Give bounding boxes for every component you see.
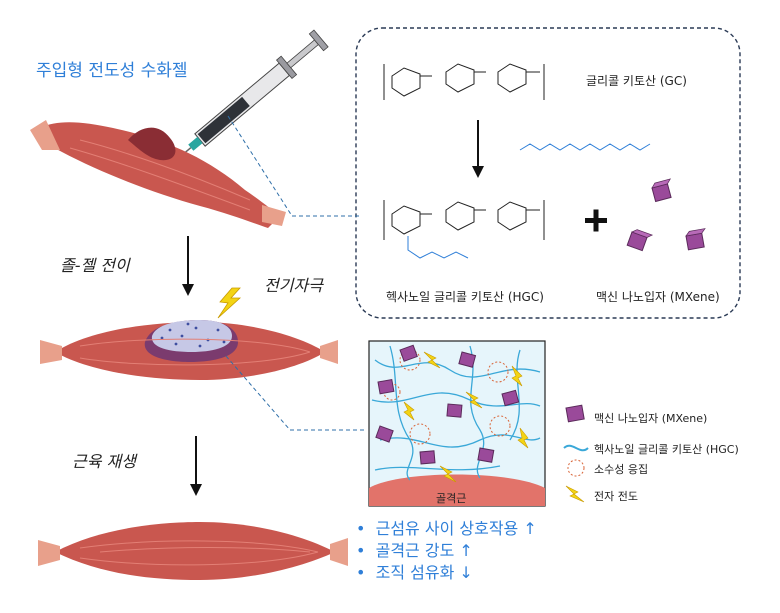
outcome-list: • 근섬유 사이 상호작용 ↑ • 골격근 강도 ↑ • 조직 섬유화 ↓ bbox=[356, 518, 537, 584]
regenerated-muscle bbox=[38, 522, 348, 580]
down-arrow-1 bbox=[182, 236, 194, 296]
lightning-icon bbox=[217, 287, 242, 319]
gc-structure bbox=[383, 63, 545, 100]
legend-hydrophobic-icon bbox=[567, 459, 585, 477]
step-sol-gel: 졸-젤 전이 bbox=[60, 256, 130, 275]
down-arrow-2 bbox=[190, 436, 202, 496]
chemistry-box bbox=[355, 27, 741, 319]
outcome-item: • 조직 섬유화 ↓ bbox=[356, 563, 473, 582]
hexanal-structure bbox=[519, 143, 651, 151]
injured-muscle bbox=[30, 120, 286, 228]
plus-icon bbox=[585, 209, 607, 232]
outcome-item: • 골격근 강도 ↑ bbox=[356, 541, 473, 560]
hgc-label: 헥사노일 글리콜 키토산 (HGC) bbox=[386, 290, 544, 304]
gel-muscle bbox=[40, 320, 338, 380]
legend-electron-icon bbox=[565, 485, 585, 503]
hgc-structure bbox=[383, 200, 545, 240]
legend-mxene-icon bbox=[565, 404, 585, 423]
outcome-item: • 근섬유 사이 상호작용 ↑ bbox=[356, 519, 537, 538]
step-electric-stimulation: 전기자극 bbox=[264, 276, 323, 295]
legend-hydrophobic-label: 소수성 응집 bbox=[594, 463, 649, 476]
mxene-particles-top bbox=[626, 178, 706, 252]
legend-hgc-label: 헥사노일 글리콜 키토산 (HGC) bbox=[594, 443, 739, 456]
legend-mxene-label: 맥신 나노입자 (MXene) bbox=[594, 412, 708, 425]
down-arrow-3 bbox=[472, 120, 484, 178]
hydrogel-title: 주입형 전도성 수화젤 bbox=[36, 61, 188, 81]
syringe-icon bbox=[176, 29, 329, 160]
gc-label: 글리콜 키토산 (GC) bbox=[586, 74, 687, 88]
hexanoyl-group bbox=[407, 236, 469, 259]
mxene-label: 맥신 나노입자 (MXene) bbox=[596, 290, 720, 304]
step-muscle-regeneration: 근육 재생 bbox=[72, 452, 136, 471]
legend-electron-label: 전자 전도 bbox=[594, 490, 638, 503]
gel-inset bbox=[368, 340, 546, 507]
legend-hgc-icon bbox=[563, 444, 589, 452]
tissue-label: 골격근 bbox=[436, 492, 467, 505]
